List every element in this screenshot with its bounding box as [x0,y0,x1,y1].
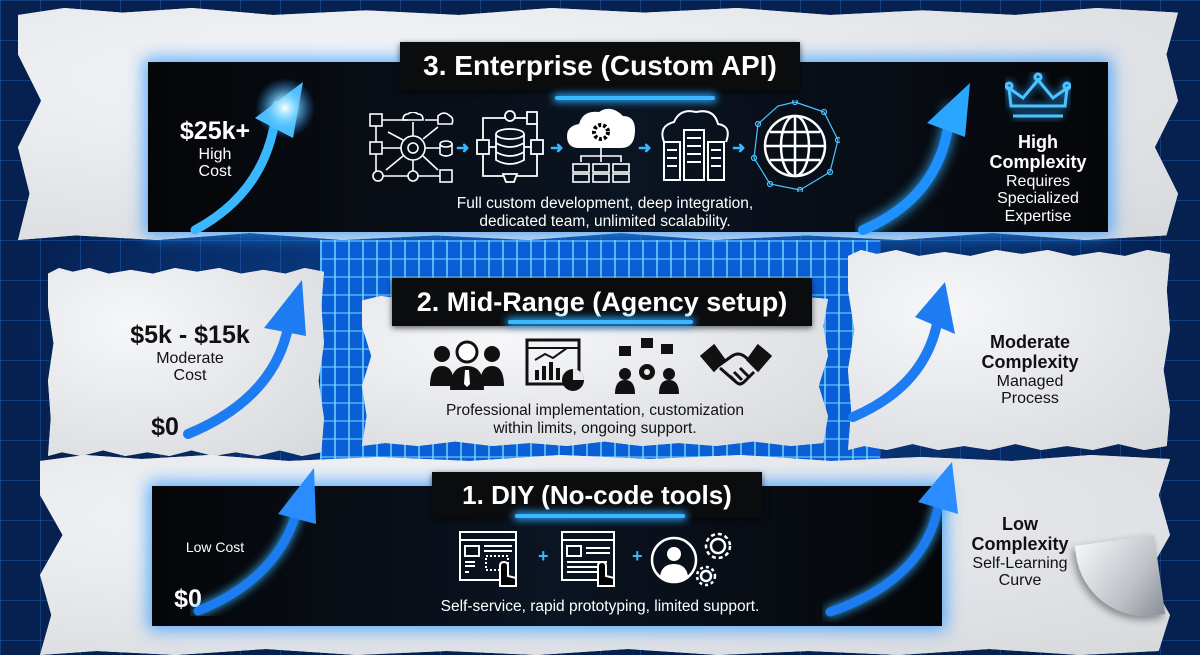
data-center-icon [661,110,729,181]
enterprise-description: Full custom development, deep integratio… [430,195,780,231]
plus-icon: + [632,546,643,566]
arrow-right-icon: ➜ [550,140,564,157]
mid-range-complexity-arrow-icon [848,282,955,422]
user-settings-icon [650,532,732,587]
mid-range-cost-value: $5k - $15k [130,321,250,349]
enterprise-complexity-heading-1: High [1018,132,1058,152]
diy-complexity-heading-1: Low [1002,514,1038,534]
enterprise-cost: $25k+ High Cost [160,117,270,181]
mid-range-title: 2. Mid-Range (Agency setup) [392,278,812,326]
diy-complexity-heading-2: Complexity [971,533,1069,554]
diy-cost-arrow-icon [193,468,316,616]
cloud-gear-icon [567,108,635,183]
arrow-right-icon: ➜ [732,140,746,157]
mid-range-complexity-sub-2: Process [1001,390,1059,408]
enterprise-description-line-1: Full custom development, deep integratio… [456,195,754,212]
globe-icon [750,100,840,192]
enterprise-cost-label-2: Cost [198,163,232,181]
diy-title-underline [515,514,685,518]
mid-complexity-paper [848,250,1170,450]
enterprise-complexity-arrow-icon [858,83,970,235]
arrow-right-icon: ➜ [638,140,652,157]
diy-title: 1. DIY (No-code tools) [432,472,762,518]
mid-range-cost-label-1: Moderate [156,349,224,367]
mid-range-complexity-heading-1: Moderate [989,332,1070,352]
diy-complexity: Low Complexity Self-Learning Curve [960,514,1080,590]
enterprise-complexity-sub-1: Requires [1005,172,1071,190]
mid-range-description: Professional implementation, customizati… [405,402,785,438]
enterprise-cost-label-1: High [198,145,232,163]
arrow-right-icon: ➜ [456,140,470,157]
enterprise-description-line-2: dedicated team, unlimited scalability. [479,212,731,230]
diy-complexity-sub-1: Self-Learning [972,554,1068,572]
mid-range-cost-arrow-icon [183,280,306,439]
mid-range-cost-start: $0 [151,413,179,441]
mid-range-title-underline [508,320,693,324]
crown-icon [1005,72,1071,118]
mid-range-description-line-2: within limits, ongoing support. [493,419,697,437]
handshake-icon [700,343,772,386]
plus-icon: + [538,546,549,566]
mid-range-complexity-sub-1: Managed [996,372,1064,390]
diy-complexity-sub-2: Curve [998,572,1042,590]
mid-range-complexity: Moderate Complexity Managed Process [965,332,1095,408]
drag-drop-builder-icon [459,531,517,587]
form-builder-icon [561,531,615,587]
enterprise-complexity-sub-2: Specialized [997,190,1079,208]
mid-range-description-line-1: Professional implementation, customizati… [445,402,745,419]
collaboration-gear-icon [615,338,679,394]
mid-range-cost: $5k - $15k Moderate Cost [115,321,265,385]
network-diagram-icon [369,112,454,183]
enterprise-complexity-sub-3: Expertise [1004,207,1072,225]
mid-range-cost-label-2: Cost [173,367,207,385]
enterprise-title-underline [555,96,715,100]
analytics-dashboard-icon [525,338,584,391]
enterprise-complexity: High Complexity Requires Specialized Exp… [968,132,1108,225]
diy-complexity-arrow-icon [825,462,958,617]
enterprise-cost-arrow-icon [190,78,315,235]
database-icon [476,110,544,183]
diy-cost-label: Low Cost [185,539,245,555]
enterprise-complexity-heading-2: Complexity [989,151,1087,172]
mid-cost-paper [48,268,324,456]
mid-range-complexity-heading-2: Complexity [981,351,1079,372]
team-icon [430,340,504,390]
enterprise-title: 3. Enterprise (Custom API) [400,42,800,90]
diy-description: Self-service, rapid prototyping, limited… [440,598,760,615]
enterprise-cost-value: $25k+ [179,117,251,145]
